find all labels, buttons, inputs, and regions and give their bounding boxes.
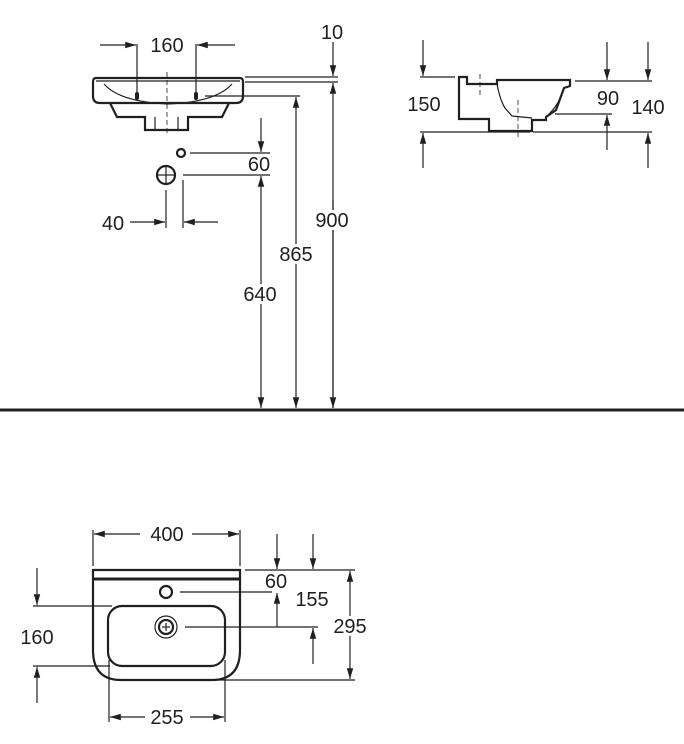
dim-label-90: 90 [597,88,619,110]
basin-side-section [457,74,572,138]
dim-overflow-865: 865 [205,95,316,408]
dim-label-10: 10 [321,22,343,44]
dim-label-40: 40 [102,213,124,235]
supply-and-waste: 60 640 40 [99,118,280,408]
tap-hole [158,584,174,600]
dim-label-255: 255 [150,707,183,729]
dim-label-160-plan: 160 [20,627,53,649]
dim-label-60-plan: 60 [265,571,287,593]
dim-label-900: 900 [315,210,348,232]
dim-rim-900: 10 900 [245,19,352,408]
dim-label-155: 155 [295,589,328,611]
supply-point [175,147,187,159]
drain [154,615,178,639]
dim-label-150: 150 [407,94,440,116]
basin-front-outline [91,72,245,136]
plan-view: 400 60 155 295 160 255 [17,521,369,732]
dim-label-400: 400 [150,524,183,546]
front-view: 160 10 900 865 [0,19,684,412]
dim-label-140: 140 [631,97,664,119]
dim-label-865: 865 [279,244,312,266]
waste-point [155,164,177,186]
dim-tap-hole-spacing: 160 [100,32,235,96]
side-view: 150 90 140 [404,40,668,168]
dim-label-60-front: 60 [248,154,270,176]
dim-label-295: 295 [333,616,366,638]
dim-label-640: 640 [243,284,276,306]
dim-label-160: 160 [150,35,183,57]
basin-plan-outline [91,568,242,682]
